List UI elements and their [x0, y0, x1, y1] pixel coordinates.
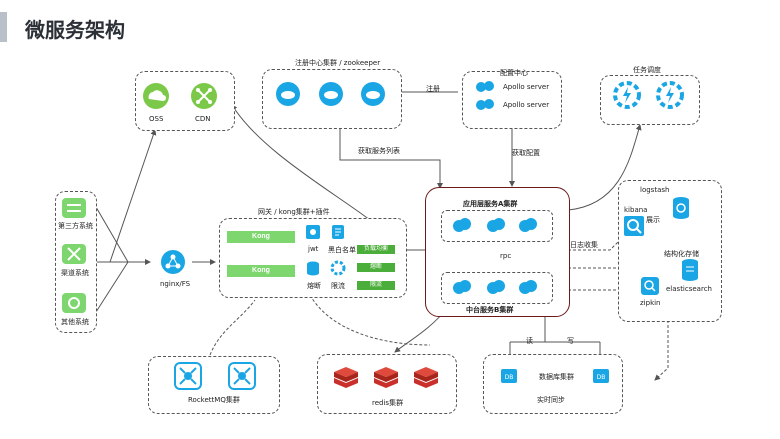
svg-text:DB: DB [505, 374, 514, 381]
edge-label-get-config: 获取配置 [512, 149, 540, 157]
third-party-label: 第三方系统 [58, 222, 93, 230]
jwt-icon [305, 224, 321, 245]
blackwhite-list-icon [330, 224, 346, 245]
bar-load-balance: 负载均衡 [357, 245, 395, 254]
display-label: 展示 [646, 216, 660, 224]
kibana-icon [623, 215, 645, 242]
nginx-icon [160, 249, 186, 280]
oss-icon [142, 82, 170, 115]
app-cluster-label: 应用层服务A集群 [463, 200, 518, 208]
mid-service-icon-3 [518, 278, 538, 301]
read-label: 读 [526, 337, 533, 345]
edge-other-nginx [95, 261, 129, 313]
bar-rate-limit: 限流 [357, 281, 395, 290]
write-label: 写 [567, 337, 574, 345]
cdn-icon [190, 82, 218, 115]
circuit-breaker-label: 熔断 [307, 282, 321, 290]
rpc-label: rpc [500, 252, 512, 260]
mid-service-icon-1 [452, 278, 472, 301]
nginx-label: nginx/FS [160, 280, 191, 288]
redis-icon-2 [372, 364, 400, 395]
zipkin-label: zipkin [640, 299, 661, 307]
svg-text:DB: DB [597, 374, 606, 381]
rate-limit-icon [330, 260, 346, 281]
edge-to-oss [109, 129, 157, 263]
edge-gateway-dashed [309, 294, 431, 346]
kong-node-2: Kong [227, 265, 295, 277]
redis-icon-1 [332, 364, 360, 395]
edge-label-get-services: 获取服务列表 [358, 147, 400, 155]
logstash-icon [671, 196, 691, 225]
edge-cluster-scheduler [567, 124, 642, 211]
apollo-icon-2 [475, 97, 495, 118]
config-box [462, 71, 562, 129]
app-service-icon-3 [518, 216, 538, 239]
rocketmq-icon-2 [228, 362, 256, 395]
mid-cluster-label: 中台服务B集群 [466, 306, 514, 314]
app-service-icon-2 [486, 216, 506, 239]
title-accent-bar [0, 12, 7, 42]
structured-storage-label: 结构化存储 [664, 250, 699, 258]
elasticsearch-label: elasticsearch [666, 285, 712, 293]
db-box [483, 354, 623, 414]
third-party-icon [61, 197, 87, 224]
jwt-label: jwt [308, 245, 319, 253]
monitoring-box [618, 180, 722, 322]
cdn-label: CDN [195, 115, 211, 123]
zipkin-icon [640, 276, 660, 301]
zookeeper-icon-2 [318, 81, 344, 112]
rocketmq-box [148, 356, 280, 414]
zookeeper-icon-3 [360, 81, 386, 112]
apollo-icon-1 [475, 79, 495, 100]
logstash-label: logstash [640, 186, 670, 194]
edge-gateway-cdn [231, 104, 371, 221]
mid-service-icon-2 [486, 278, 506, 301]
channel-icon [61, 243, 87, 270]
apollo-label-2: Apollo server [503, 101, 550, 109]
scheduler-title: 任务调度 [633, 66, 661, 74]
app-service-icon-1 [452, 216, 472, 239]
kong-node-1: Kong [227, 231, 295, 243]
zookeeper-icon-1 [275, 81, 301, 112]
apollo-label-1: Apollo server [503, 83, 550, 91]
rocketmq-icon-1 [174, 362, 202, 395]
kibana-label: kibana [624, 206, 648, 214]
channel-label: 渠道系统 [61, 269, 89, 277]
rocketmq-label: RockettMQ集群 [188, 396, 240, 404]
edge-mq-dashed [209, 299, 256, 356]
db-icon-1: DB [500, 368, 518, 389]
blackwhite-list-label: 黑白名单 [328, 246, 356, 254]
edge-label-log-collect: 日志收集 [570, 241, 598, 249]
other-system-icon [61, 292, 87, 319]
rate-limit-label: 限流 [331, 282, 345, 290]
edge-log-collect [568, 209, 651, 251]
redis-icon-3 [412, 364, 440, 395]
registry-title: 注册中心集群 / zookeeper [295, 59, 381, 67]
edge-third-nginx [95, 206, 129, 263]
scheduler-icon-2 [655, 80, 685, 115]
config-title: 配置中心 [500, 69, 528, 77]
page-title: 微服务架构 [25, 18, 125, 42]
edge-get-services [339, 127, 443, 189]
other-system-label: 其他系统 [61, 318, 89, 326]
db-icon-2: DB [592, 368, 610, 389]
db-cluster-label: 数据库集群 [539, 373, 574, 381]
scheduler-icon-1 [612, 80, 642, 115]
oss-label: OSS [149, 115, 164, 123]
gateway-title: 网关 / kong集群+插件 [258, 208, 330, 216]
edge-label-register: 注册 [426, 85, 440, 93]
circuit-breaker-icon [305, 260, 321, 281]
elasticsearch-icon [680, 258, 700, 287]
redis-label: redis集群 [372, 399, 404, 407]
sync-label: 实时同步 [537, 396, 565, 404]
bar-circuit: 熔断 [357, 263, 395, 272]
